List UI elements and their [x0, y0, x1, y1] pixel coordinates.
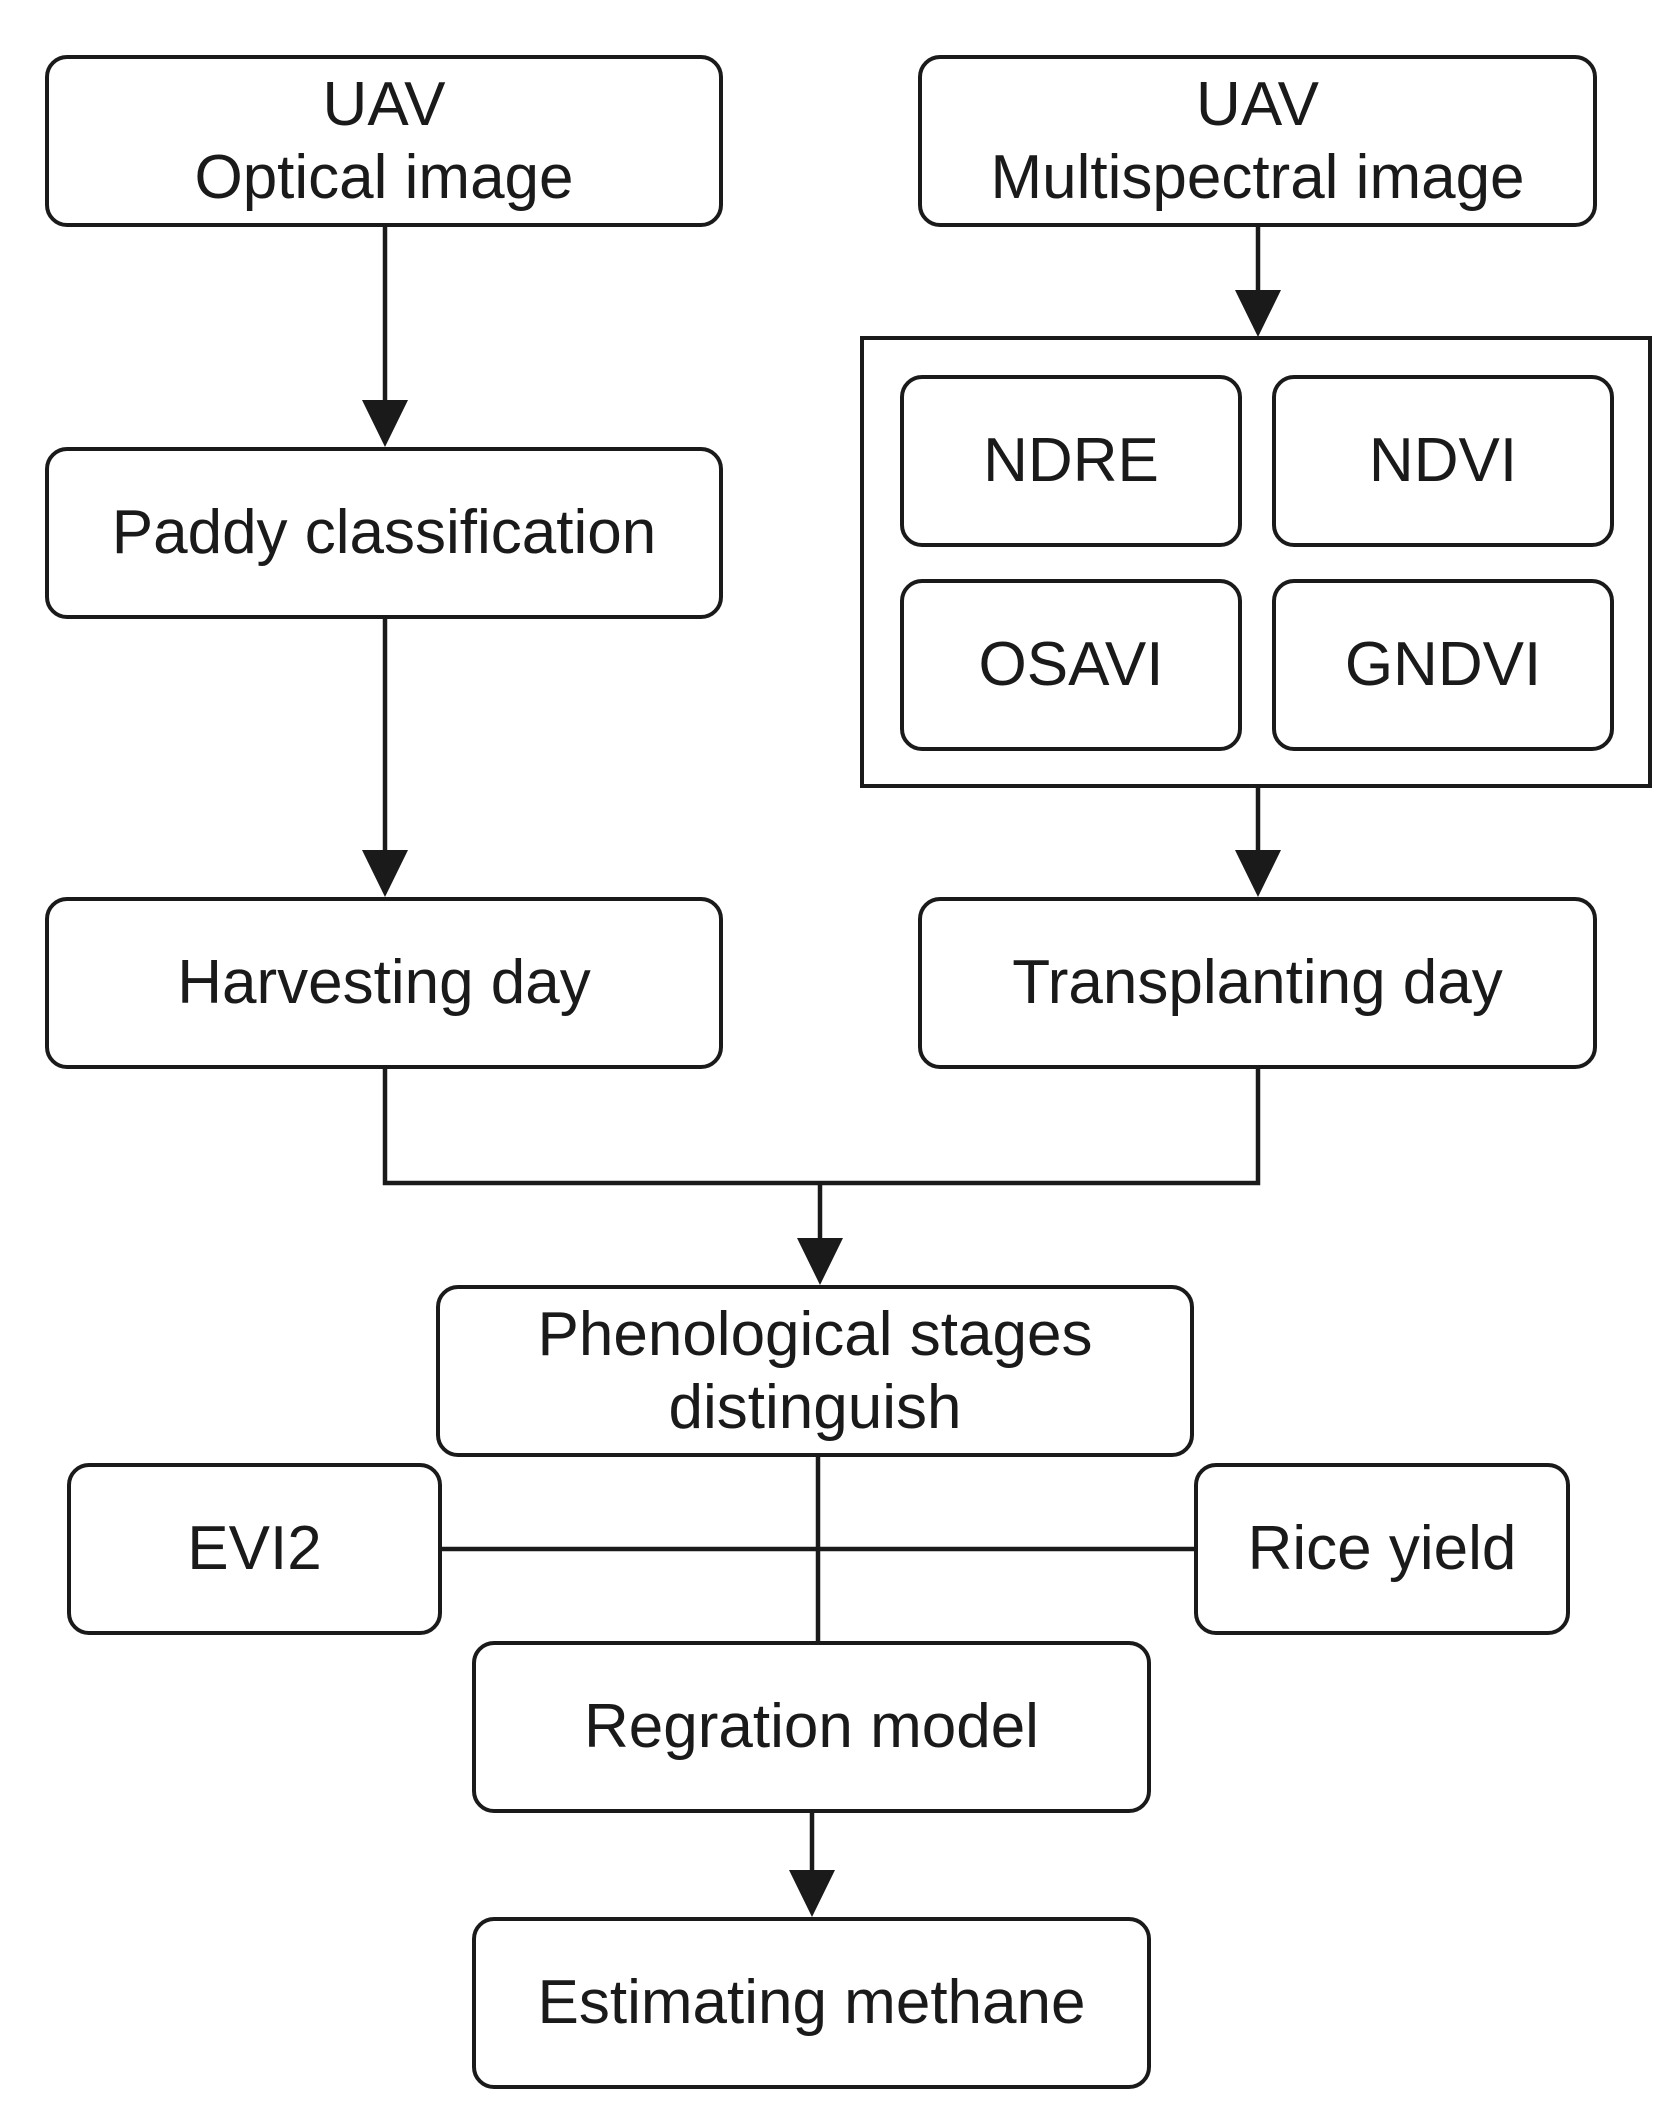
paddy-classification-node: Paddy classification	[45, 447, 723, 619]
arrowhead-paddy	[362, 400, 408, 447]
ndre-node: NDRE	[900, 375, 1242, 547]
ndre-label: NDRE	[983, 426, 1159, 496]
regression-model-label: Regration model	[584, 1692, 1039, 1762]
phenological-stages-node: Phenological stages distinguish	[436, 1285, 1194, 1457]
uav-optical-image-node: UAV Optical image	[45, 55, 723, 227]
rice-yield-node: Rice yield	[1194, 1463, 1570, 1635]
arrowhead-phenological	[797, 1238, 843, 1285]
phenological-stages-line1: Phenological stages	[537, 1299, 1093, 1369]
evi2-node: EVI2	[67, 1463, 442, 1635]
arrowhead-transplanting	[1235, 850, 1281, 897]
arrowhead-harvesting	[362, 850, 408, 897]
uav-optical-line1: UAV	[322, 69, 446, 139]
phenological-stages-line2: distinguish	[668, 1373, 962, 1442]
transplanting-day-label: Transplanting day	[1012, 948, 1503, 1018]
connector-harvest-transplant-merge	[382, 1068, 1261, 1186]
rice-yield-label: Rice yield	[1247, 1514, 1517, 1584]
evi2-label: EVI2	[187, 1514, 322, 1584]
uav-optical-line2: Optical image	[194, 143, 574, 212]
transplanting-day-node: Transplanting day	[918, 897, 1597, 1069]
arrowhead-methane	[789, 1870, 835, 1917]
paddy-classification-label: Paddy classification	[111, 498, 657, 568]
vegetation-indices-group	[860, 336, 1652, 788]
gndvi-label: GNDVI	[1344, 630, 1542, 700]
uav-multispectral-image-node: UAV Multispectral image	[918, 55, 1597, 227]
harvesting-day-node: Harvesting day	[45, 897, 723, 1069]
ndvi-node: NDVI	[1272, 375, 1614, 547]
harvesting-day-label: Harvesting day	[177, 948, 591, 1018]
regression-model-node: Regration model	[472, 1641, 1151, 1813]
osavi-node: OSAVI	[900, 579, 1242, 751]
ndvi-label: NDVI	[1368, 426, 1518, 496]
estimating-methane-node: Estimating methane	[472, 1917, 1151, 2089]
estimating-methane-label: Estimating methane	[537, 1968, 1086, 2038]
gndvi-node: GNDVI	[1272, 579, 1614, 751]
uav-multispectral-line1: UAV	[1196, 69, 1319, 139]
arrowhead-indices	[1235, 290, 1281, 337]
uav-multispectral-line2: Multispectral image	[990, 143, 1525, 212]
osavi-label: OSAVI	[978, 630, 1164, 700]
